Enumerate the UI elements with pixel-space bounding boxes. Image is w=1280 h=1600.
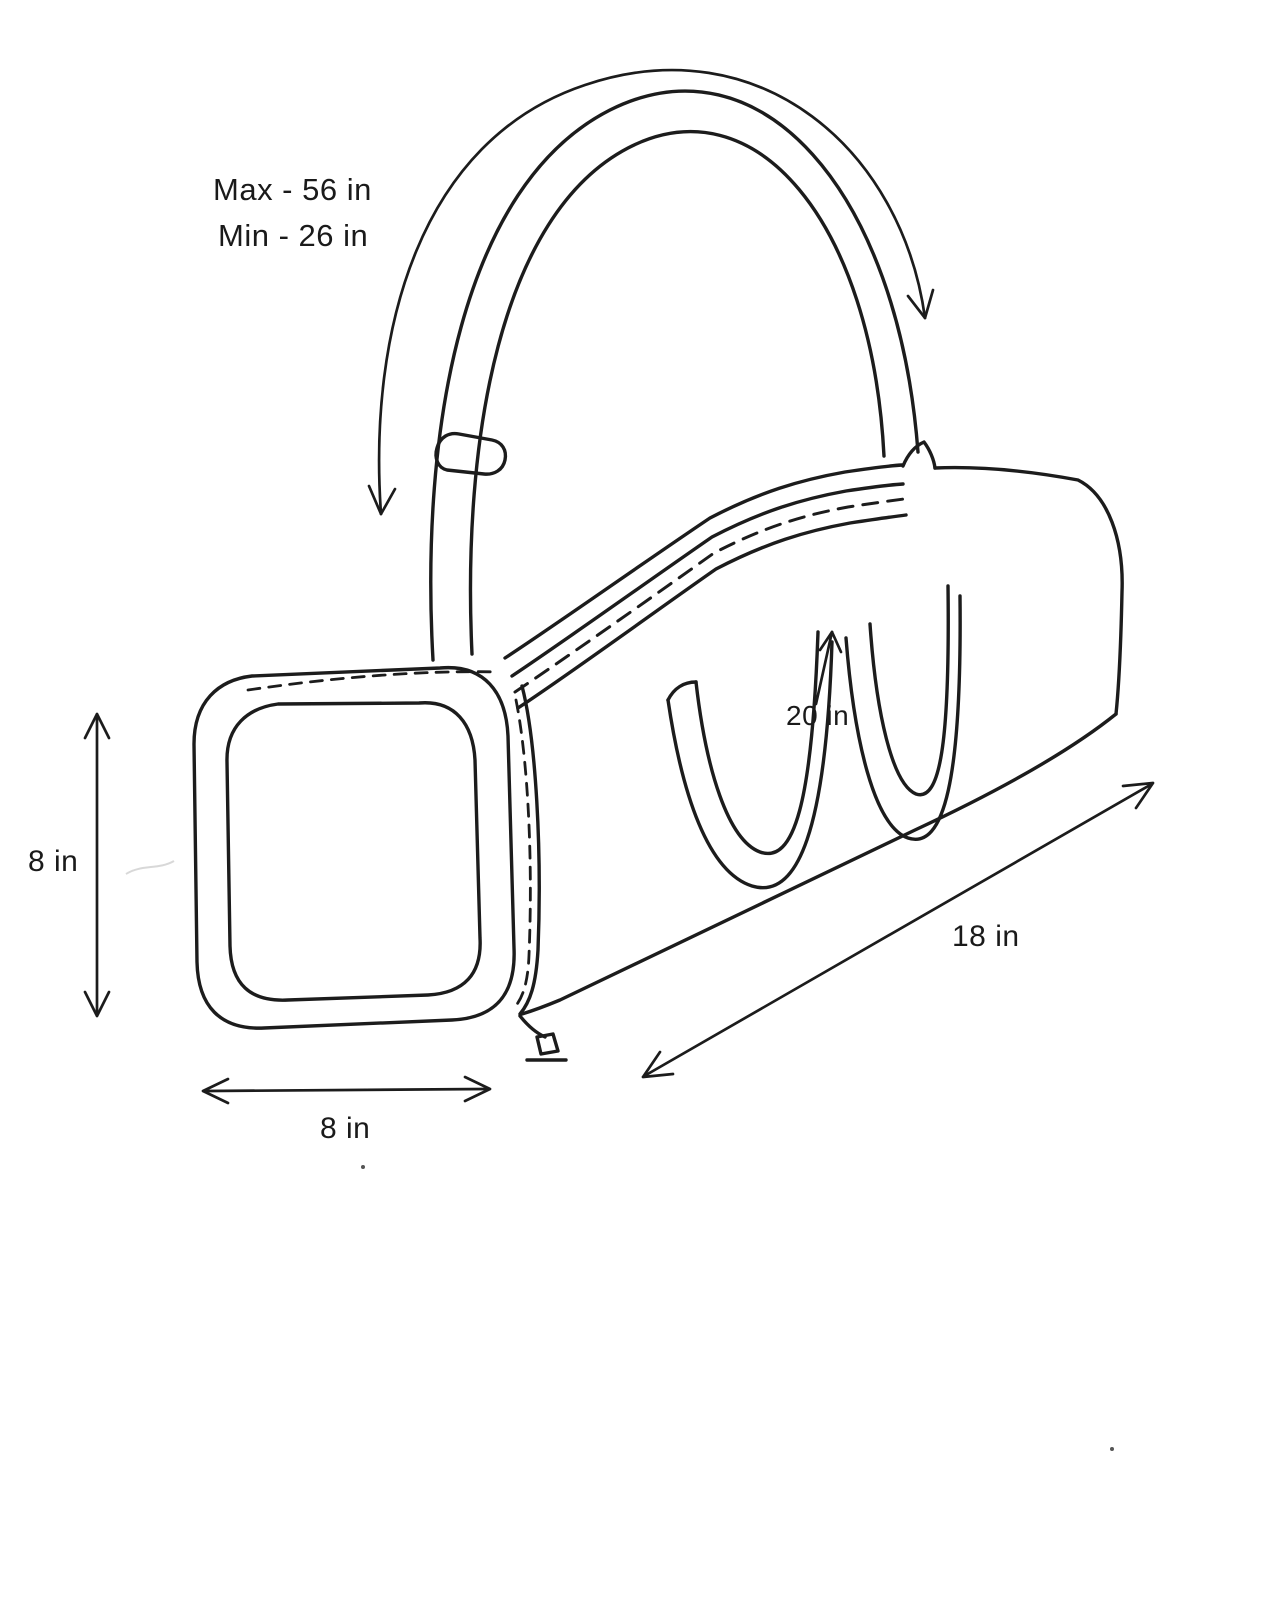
bag-width-label: 8 in [320, 1112, 371, 1145]
height-dimension-arrow [83, 712, 111, 1018]
length-dimension-arrow [641, 781, 1155, 1079]
shoulder-strap [429, 89, 937, 662]
carry-handles [666, 584, 962, 890]
scan-speck [361, 1165, 365, 1169]
handle-dimension-arrow [814, 630, 843, 706]
bag-height-label: 8 in [28, 845, 79, 878]
zipper-pull [518, 1014, 568, 1062]
pencil-artifact [125, 860, 175, 875]
width-dimension-arrow [201, 1075, 492, 1105]
strap-max-length-label: Max - 56 in [213, 172, 372, 207]
bag-length-label: 18 in [952, 920, 1020, 953]
strap-min-length-label: Min - 26 in [218, 218, 369, 253]
panel-side-stitch-line [512, 698, 532, 1010]
bag-body [503, 463, 1124, 1016]
scan-speck [1110, 1447, 1114, 1451]
strap-anchor-loop [901, 440, 937, 470]
end-panel [192, 665, 532, 1030]
strap-adjust-arrow [367, 68, 935, 516]
strap-buckle [434, 431, 508, 476]
zipper-stitch-line [513, 497, 906, 694]
panel-stitch-line [246, 670, 500, 692]
handle-length-label: 20 in [786, 700, 850, 731]
zipper [510, 482, 908, 1062]
